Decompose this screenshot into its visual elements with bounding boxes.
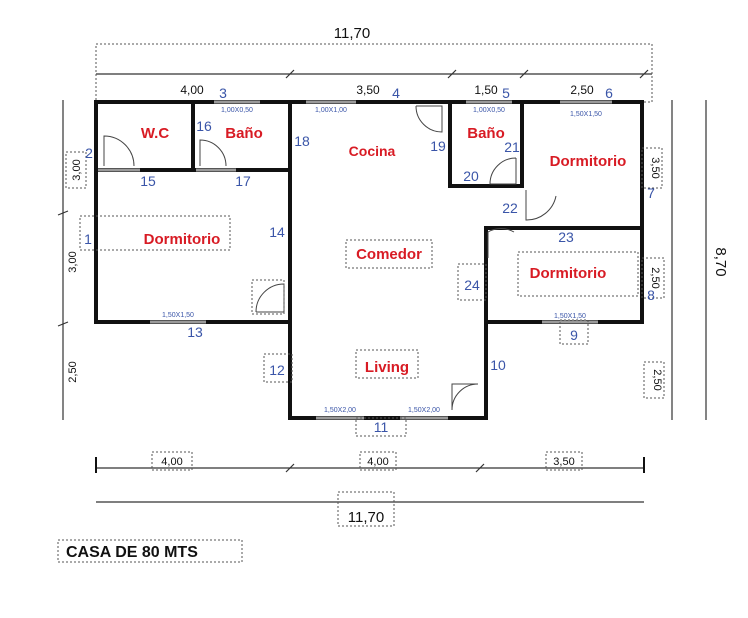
room-label-wc: W.C <box>141 125 169 142</box>
window-label-13: 1,50X1,50 <box>162 312 194 319</box>
top-dimension-2: 3,50 <box>356 83 380 97</box>
marker-9: 9 <box>570 327 578 343</box>
marker-11: 11 <box>374 419 389 435</box>
room-label-dormitorio-3: Dormitorio <box>530 265 607 282</box>
marker-15: 15 <box>140 173 156 189</box>
room-label-living: Living <box>365 359 409 376</box>
left-dimension-2: 3,00 <box>67 251 79 272</box>
top-total-dimension: 11,70 <box>334 25 370 42</box>
window-label-6: 1,50X1,50 <box>570 111 602 118</box>
room-label-comedor: Comedor <box>356 246 422 263</box>
marker-14: 14 <box>269 224 285 240</box>
marker-18: 18 <box>294 133 310 149</box>
room-label-dormitorio-2: Dormitorio <box>550 153 627 170</box>
marker-24: 24 <box>464 277 480 293</box>
marker-10: 10 <box>490 357 506 373</box>
marker-4: 4 <box>392 85 400 101</box>
bottom-dimension-3: 3,50 <box>553 456 574 468</box>
window-label-11b: 1,50X2,00 <box>408 407 440 414</box>
window-label-5: 1,00X0,50 <box>473 107 505 114</box>
right-dimension-1: 3,50 <box>649 157 661 178</box>
window-label-4: 1,00X1,00 <box>315 107 347 114</box>
marker-19: 19 <box>430 138 446 154</box>
right-dimension-2: 2,50 <box>649 267 661 288</box>
marker-22: 22 <box>502 200 518 216</box>
marker-7: 7 <box>647 185 655 201</box>
right-total-dimension: 8,70 <box>712 247 729 276</box>
marker-1: 1 <box>84 231 92 247</box>
marker-20: 20 <box>463 168 479 184</box>
marker-23: 23 <box>558 229 574 245</box>
marker-5: 5 <box>502 85 510 101</box>
marker-21: 21 <box>504 139 520 155</box>
window-label-11a: 1,50X2,00 <box>324 407 356 414</box>
dimension-lines <box>57 43 707 503</box>
bottom-dimension-1: 4,00 <box>161 456 182 468</box>
marker-13: 13 <box>187 324 203 340</box>
room-label-bano-1: Baño <box>225 125 263 142</box>
bottom-total-dimension: 11,70 <box>348 509 384 526</box>
top-dimension-1: 4,00 <box>180 83 204 97</box>
right-dimension-3: 2,50 <box>651 369 663 390</box>
window-label-3: 1,00X0,50 <box>221 107 253 114</box>
left-dimension-3: 2,50 <box>67 361 79 382</box>
left-dimension-1: 3,00 <box>71 159 83 180</box>
room-label-dormitorio-1: Dormitorio <box>144 231 221 248</box>
window-label-9: 1,50X1,50 <box>554 313 586 320</box>
marker-2: 2 <box>85 145 93 161</box>
marker-16: 16 <box>196 118 212 134</box>
top-dimension-3: 1,50 <box>474 83 498 97</box>
marker-17: 17 <box>235 173 251 189</box>
door-swings <box>103 105 557 411</box>
marker-8: 8 <box>647 287 655 303</box>
label-boxes <box>57 147 665 563</box>
marker-6: 6 <box>605 85 613 101</box>
top-dimension-4: 2,50 <box>570 83 594 97</box>
bottom-dimension-2: 4,00 <box>367 456 388 468</box>
marker-12: 12 <box>269 362 285 378</box>
room-label-bano-2: Baño <box>467 125 505 142</box>
room-label-cocina: Cocina <box>349 143 396 159</box>
marker-3: 3 <box>219 85 227 101</box>
plan-title: CASA DE 80 MTS <box>66 544 198 561</box>
